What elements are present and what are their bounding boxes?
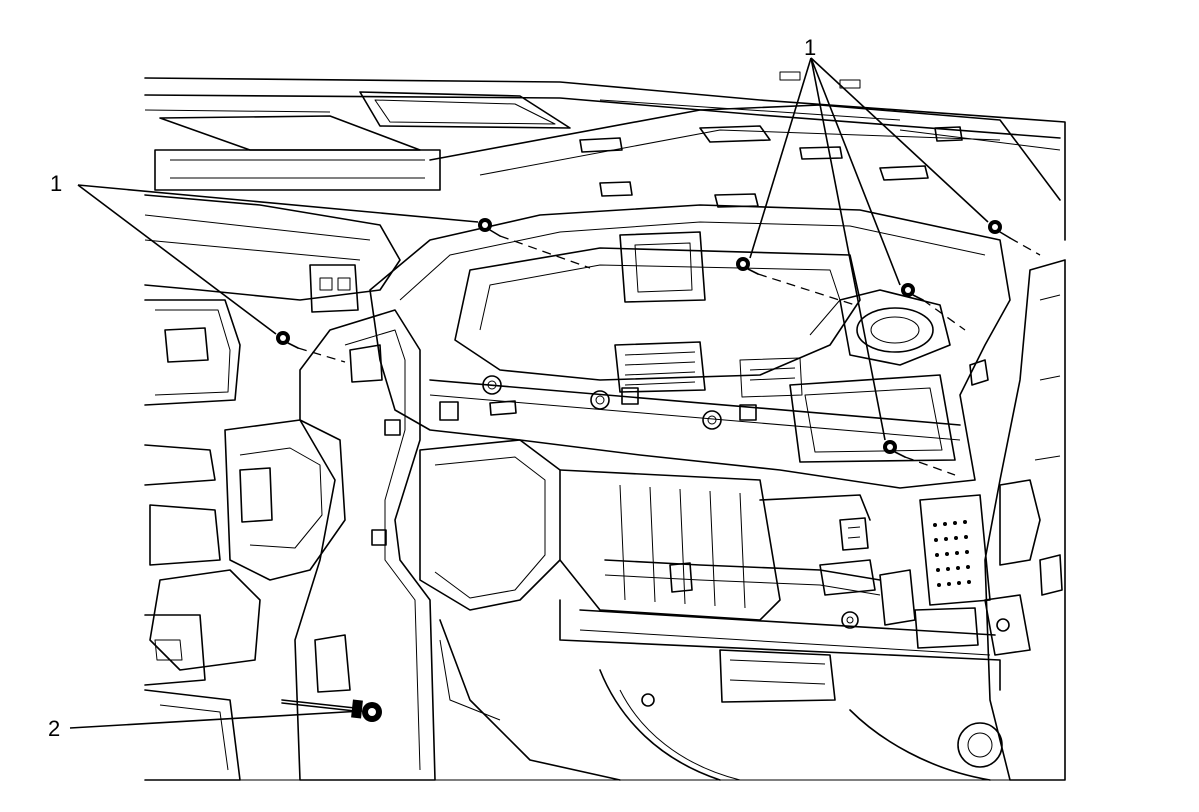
leader-lines (69, 57, 989, 729)
bolt-icon (988, 220, 1011, 239)
right-side-structure (914, 259, 1066, 781)
callout-label-1-left: 1 (50, 171, 62, 196)
floor-area (145, 619, 1065, 781)
bolt-icon (901, 283, 924, 301)
fastener-2 (281, 699, 382, 722)
fastener-1-set (276, 218, 1011, 458)
bolt-icon (281, 699, 382, 722)
bolt-icon (736, 257, 759, 275)
bolt-icon (276, 331, 299, 349)
callout-label-1-top: 1 (804, 35, 816, 60)
bolt-icon (478, 218, 501, 237)
bolt-icon (883, 440, 906, 458)
installation-paths (297, 235, 1041, 476)
instrument-panel-carrier (369, 204, 1011, 489)
upper-dash-frame (144, 71, 1066, 241)
left-side-structure (144, 194, 401, 781)
callout-label-2: 2 (48, 716, 60, 741)
hvac-module (419, 439, 1001, 703)
perforated-panel (933, 520, 971, 587)
